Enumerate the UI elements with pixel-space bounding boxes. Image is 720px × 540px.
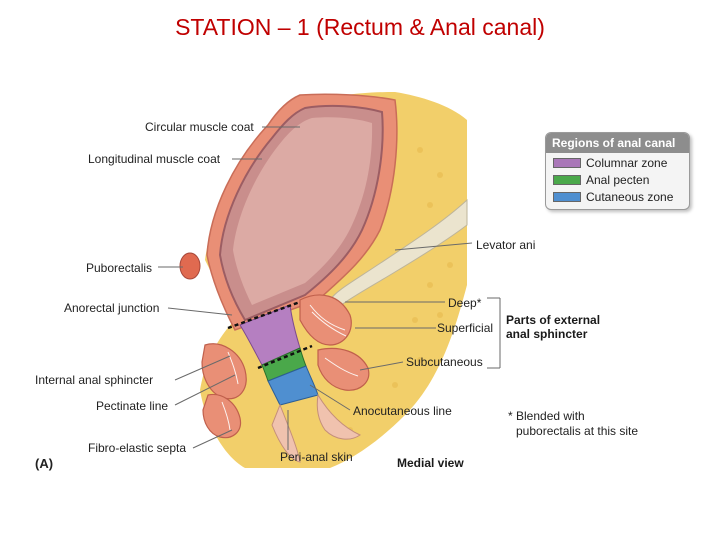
label-levator-ani: Levator ani	[476, 238, 536, 252]
puborectalis-knob	[179, 252, 201, 280]
legend-swatch-columnar	[553, 158, 581, 168]
label-parts-external-line2: anal sphincter	[506, 327, 588, 341]
legend-swatch-cutaneous	[553, 192, 581, 202]
label-superficial: Superficial	[437, 321, 494, 335]
label-medial-view: Medial view	[397, 456, 464, 470]
legend-swatch-pecten	[553, 175, 581, 185]
slide-title: STATION – 1 (Rectum & Anal canal)	[175, 14, 545, 40]
footnote-line1: * Blended with	[508, 409, 585, 423]
label-parts-external-line1: Parts of external	[506, 313, 601, 327]
legend-item-anal-pecten: Anal pecten	[553, 173, 689, 187]
external-sphincter-left	[201, 343, 247, 400]
label-fibro-elastic-septa: Fibro-elastic septa	[88, 441, 187, 455]
peri-anal-skin	[271, 403, 301, 463]
label-anocutaneous-line: Anocutaneous line	[353, 404, 452, 418]
legend-label-pecten: Anal pecten	[586, 173, 650, 187]
anorectal-junction-line	[227, 300, 301, 330]
leader-lines	[158, 126, 501, 450]
label-deep: Deep*	[448, 296, 482, 310]
regions-legend: Regions of anal canal Columnar zone Anal…	[545, 132, 690, 210]
label-anorectal-junction: Anorectal junction	[64, 301, 160, 315]
legend-item-columnar-zone: Columnar zone	[553, 156, 689, 170]
label-internal-anal-sphincter: Internal anal sphincter	[35, 373, 154, 387]
panel-letter: (A)	[35, 456, 54, 471]
legend-title: Regions of anal canal	[546, 133, 689, 153]
footnote-line2: puborectalis at this site	[516, 424, 639, 438]
label-peri-anal-skin: Peri-anal skin	[280, 450, 353, 464]
label-longitudinal-muscle-coat: Longitudinal muscle coat	[88, 152, 221, 166]
label-circular-muscle-coat: Circular muscle coat	[145, 120, 254, 134]
legend-item-cutaneous-zone: Cutaneous zone	[553, 190, 689, 204]
legend-label-cutaneous: Cutaneous zone	[586, 190, 674, 204]
label-pectinate-line: Pectinate line	[96, 399, 169, 413]
legend-label-columnar: Columnar zone	[586, 156, 668, 170]
label-puborectalis: Puborectalis	[86, 261, 153, 275]
label-subcutaneous: Subcutaneous	[406, 355, 483, 369]
pectinate-dashed-line	[257, 344, 313, 370]
